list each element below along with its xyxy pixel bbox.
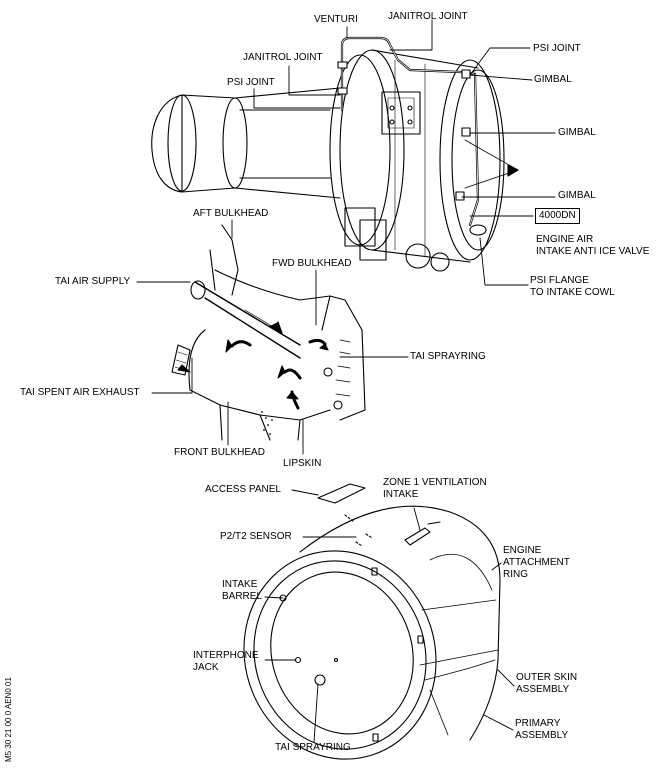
- label-primary-assembly: PRIMARY ASSEMBLY: [515, 718, 569, 741]
- label-front-bulkhead: FRONT BULKHEAD: [174, 447, 265, 458]
- label-gimbal-1: GIMBAL: [534, 74, 572, 85]
- engine-assembly-illustration: [151, 36, 519, 272]
- label-venturi: VENTURI: [314, 14, 358, 25]
- figure-id: M5 30 21 00 0 AEN0 01: [4, 677, 13, 762]
- label-fwd-bulkhead: FWD BULKHEAD: [272, 258, 352, 269]
- label-p2t2-sensor: P2/T2 SENSOR: [220, 531, 292, 542]
- label-engine-air-intake-anti-ice-valve: ENGINE AIR INTAKE ANTI ICE VALVE: [536, 234, 650, 257]
- label-tai-sprayring-mid: TAI SPRAYRING: [410, 351, 486, 362]
- label-tai-spent-air-exhaust: TAI SPENT AIR EXHAUST: [20, 387, 140, 398]
- label-psi-flange: PSI FLANGE TO INTAKE COWL: [530, 275, 615, 298]
- label-tai-sprayring-bottom: TAI SPRAYRING: [275, 742, 351, 753]
- label-psi-joint-left: PSI JOINT: [227, 77, 275, 88]
- label-gimbal-2: GIMBAL: [558, 127, 596, 138]
- label-outer-skin-assembly: OUTER SKIN ASSEMBLY: [516, 672, 578, 695]
- label-access-panel: ACCESS PANEL: [205, 484, 281, 495]
- label-psi-joint-right: PSI JOINT: [533, 43, 581, 54]
- intake-cowl-illustration: [243, 483, 501, 760]
- leader-lines: [136, 19, 556, 743]
- label-aft-bulkhead: AFT BULKHEAD: [193, 208, 269, 219]
- label-engine-attachment-ring: ENGINE ATTACHMENT RING: [503, 545, 570, 580]
- tai-cutaway-illustration: [171, 224, 366, 441]
- label-janitrol-joint-top: JANITROL JOINT: [388, 11, 468, 22]
- label-zone1-ventilation-intake: ZONE 1 VENTILATION INTAKE: [383, 477, 487, 500]
- label-interphone-jack: INTERPHONE JACK: [193, 650, 259, 673]
- label-tai-air-supply: TAI AIR SUPPLY: [55, 276, 131, 287]
- location-code-box: 4000DN: [535, 208, 580, 224]
- label-lipskin: LIPSKIN: [283, 458, 322, 469]
- label-janitrol-joint-left: JANITROL JOINT: [243, 52, 323, 63]
- label-gimbal-3: GIMBAL: [558, 190, 596, 201]
- label-intake-barrel: INTAKE BARREL: [222, 579, 263, 602]
